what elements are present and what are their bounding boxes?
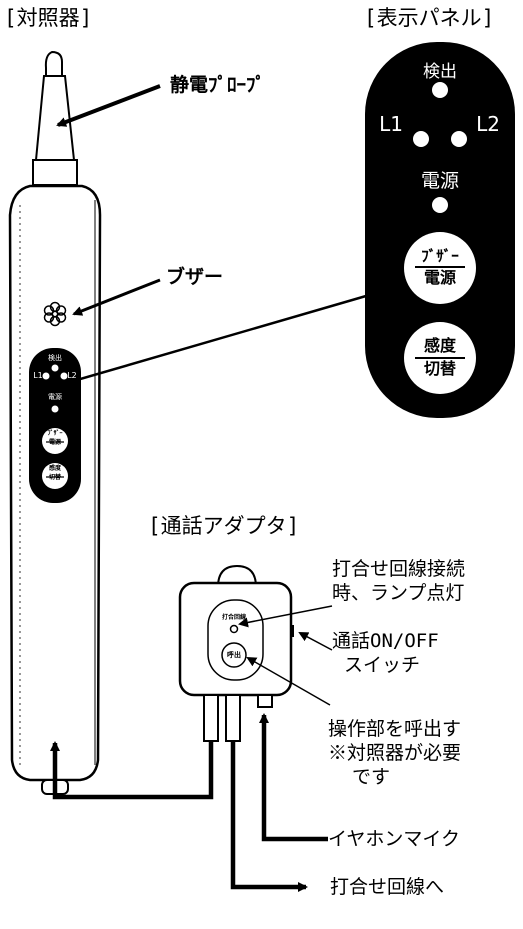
static-probe bbox=[32, 50, 78, 186]
call-note-line3: です bbox=[352, 765, 391, 788]
buzzer-power-button[interactable]: ﾌﾞｻﾞｰ 電源 bbox=[404, 232, 476, 304]
mini-buzzer-button-bottom: 電源 bbox=[48, 438, 61, 446]
mini-sensitivity-button-bottom: 切替 bbox=[48, 473, 61, 481]
switch-note-line2: スイッチ bbox=[344, 653, 421, 676]
display-panel-title: [表示パネル] bbox=[364, 6, 495, 30]
sensitivity-switch-button[interactable]: 感度 切替 bbox=[404, 322, 476, 394]
checker-title: [対照器] bbox=[4, 6, 93, 30]
mini-buzzer-button[interactable]: ﾌﾞｻﾞｰ 電源 bbox=[44, 430, 66, 446]
mini-l2-label: L2 bbox=[67, 371, 77, 380]
buzzer-grille-icon bbox=[43, 301, 67, 327]
sensitivity-button-bottom: 切替 bbox=[423, 359, 456, 378]
call-note-line2: ※対照器が必要 bbox=[328, 741, 462, 764]
power-lamp bbox=[432, 197, 448, 213]
adapter-call-button[interactable]: 呼出 bbox=[227, 651, 241, 659]
mini-buzzer-button-top: ﾌﾞｻﾞｰ bbox=[47, 430, 63, 437]
probe-callout: 静電ﾌﾟﾛｰﾌﾟ bbox=[170, 74, 266, 96]
mini-sensitivity-button[interactable]: 感度 切替 bbox=[44, 465, 66, 481]
mini-detect-label: 検出 bbox=[48, 354, 62, 362]
detect-lamp bbox=[432, 82, 448, 98]
l1-label: L1 bbox=[379, 112, 403, 136]
buzzer-power-button-bottom: 電源 bbox=[423, 268, 456, 288]
display-panel bbox=[365, 42, 515, 418]
sensitivity-button-top: 感度 bbox=[423, 336, 456, 356]
l1-lamp bbox=[413, 131, 429, 147]
l2-lamp bbox=[451, 131, 467, 147]
lamp-note-line1: 打合せ回線接続 bbox=[332, 558, 466, 580]
mini-l1-label: L1 bbox=[33, 371, 43, 380]
power-label: 電源 bbox=[420, 170, 459, 192]
mini-power-label: 電源 bbox=[48, 393, 62, 401]
lamp-note: 打合せ回線接続 時、ランプ点灯 bbox=[332, 558, 465, 606]
l2-label: L2 bbox=[476, 112, 500, 136]
adapter-lamp-label: 打合回線 bbox=[221, 614, 246, 621]
line-to-label: 打合せ回線へ bbox=[330, 876, 445, 898]
switch-note: 通話ON/OFF スイッチ bbox=[332, 630, 439, 678]
detect-label: 検出 bbox=[423, 62, 457, 82]
adapter-title: [通話アダプタ] bbox=[148, 514, 300, 538]
call-note-line1: 操作部を呼出す bbox=[328, 718, 462, 740]
call-note: 操作部を呼出す ※対照器が必要 です bbox=[328, 718, 461, 789]
lamp-note-line2: 時、ランプ点灯 bbox=[332, 581, 465, 604]
buzzer-power-button-top: ﾌﾞｻﾞｰ bbox=[421, 246, 459, 265]
mini-display-panel bbox=[29, 348, 81, 503]
switch-note-line1: 通話ON/OFF bbox=[332, 630, 439, 652]
buzzer-callout: ブザー bbox=[166, 266, 224, 288]
earphone-label: イヤホンマイク bbox=[328, 828, 461, 850]
mini-sensitivity-button-top: 感度 bbox=[48, 465, 61, 472]
